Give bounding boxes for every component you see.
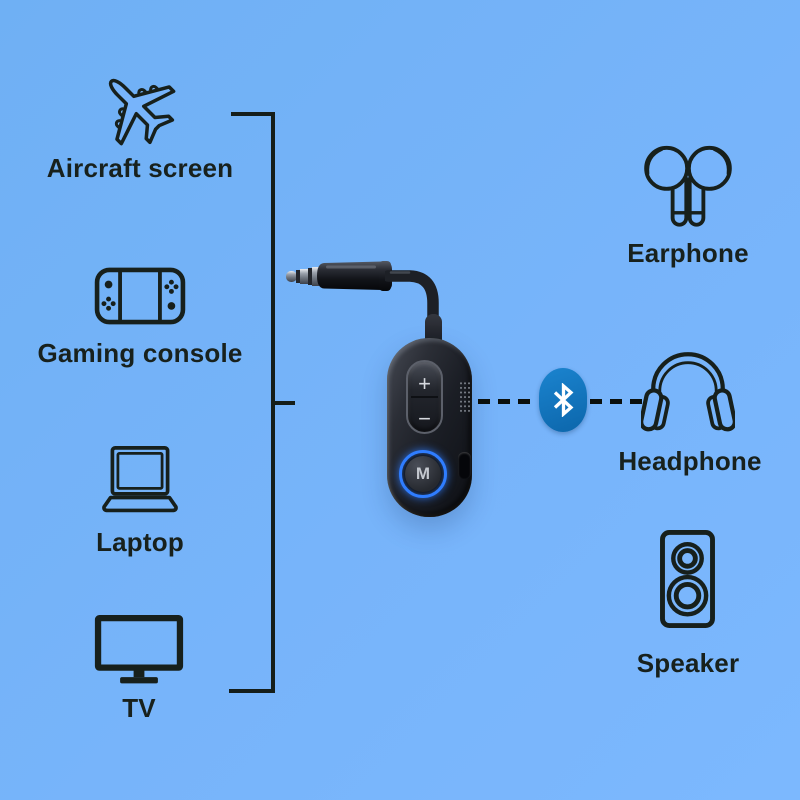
cable-strain-relief (425, 314, 442, 344)
source-label-laptop: Laptop (96, 527, 184, 557)
mode-button: M (405, 456, 441, 492)
bracket-middle-tick (275, 401, 295, 405)
bracket-bottom-arm (229, 689, 275, 693)
rocker-divider (411, 396, 438, 398)
gaming-console-icon (94, 267, 186, 325)
laptop-icon (102, 446, 178, 513)
receiver-label-earphone: Earphone (627, 238, 749, 268)
aux-cable (385, 270, 439, 348)
mode-button-ring: M (399, 450, 447, 498)
volume-up-button: + (418, 371, 431, 396)
bracket-top-arm (231, 112, 275, 116)
source-label-gaming-console: Gaming console (37, 338, 243, 368)
tv-icon (94, 615, 184, 684)
source-label-aircraft-screen: Aircraft screen (46, 153, 234, 183)
wireless-link-right (590, 399, 644, 404)
source-label-tv: TV (122, 693, 156, 723)
speaker-grille (459, 381, 471, 414)
earphone-icon (644, 145, 732, 227)
receiver-label-headphone: Headphone (618, 446, 762, 476)
bracket-vertical-line (271, 112, 275, 693)
speaker-icon (660, 529, 715, 629)
volume-rocker: + − (406, 360, 443, 434)
bluetooth-badge (539, 368, 587, 432)
airplane-icon (108, 78, 176, 146)
bluetooth-icon (553, 383, 574, 417)
aux-jack-plug (286, 261, 392, 291)
volume-down-button: − (418, 406, 431, 431)
receiver-label-speaker: Speaker (636, 648, 740, 678)
wireless-link-left (478, 399, 538, 404)
headphone-icon (641, 352, 735, 436)
side-switch (458, 452, 471, 479)
